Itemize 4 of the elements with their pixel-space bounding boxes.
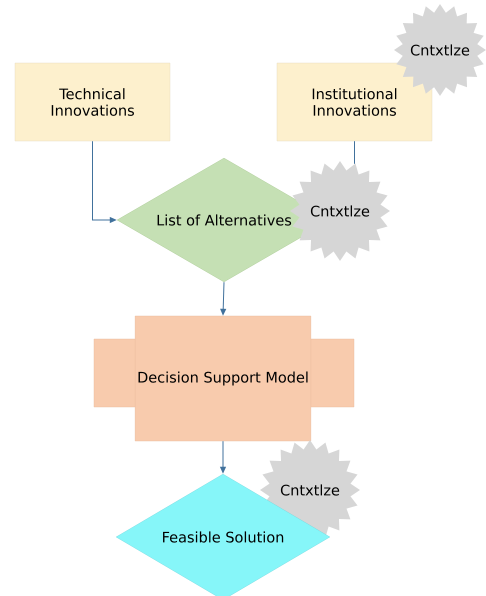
starburst: Cntxtlze (290, 161, 390, 261)
process-box: Technical Innovations (14, 62, 170, 142)
starburst: Cntxtlze (394, 4, 486, 96)
process-box: Institutional Innovations (276, 62, 432, 142)
